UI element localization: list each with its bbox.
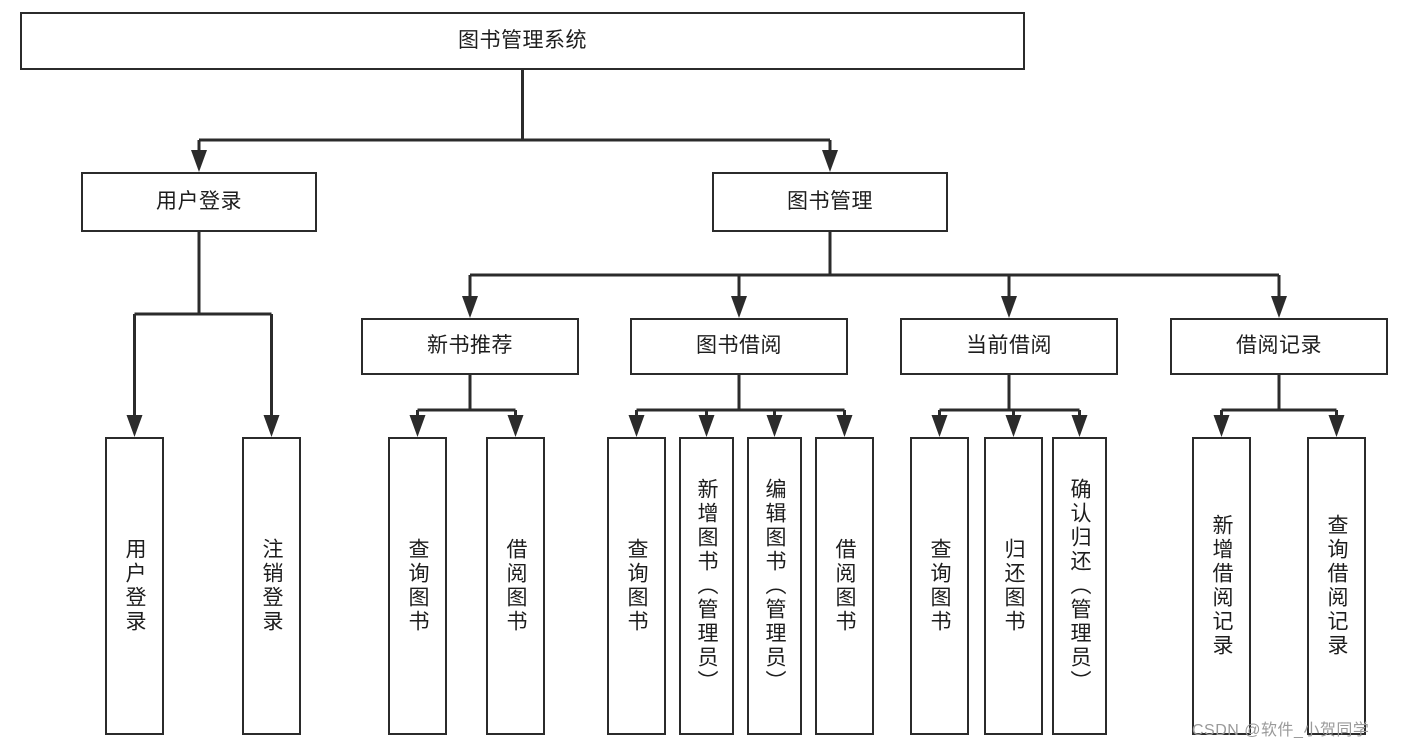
node-label: 借阅图书 <box>833 538 856 634</box>
node-label: 新增图书（管理员） <box>695 478 718 694</box>
arrow-head-icon <box>462 296 478 318</box>
node-label: 借阅图书 <box>504 538 527 634</box>
node-borrow[interactable]: 图书借阅 <box>630 318 848 375</box>
node-label: 查询图书 <box>625 538 648 634</box>
node-records[interactable]: 借阅记录 <box>1170 318 1388 375</box>
node-label: 图书管理 <box>787 189 873 213</box>
node-leaf-query-book-1[interactable]: 查询图书 <box>388 437 447 735</box>
arrow-head-icon <box>191 150 207 172</box>
arrow-head-icon <box>507 415 524 437</box>
arrow-head-icon <box>1005 415 1022 437</box>
arrow-head-icon <box>126 415 143 437</box>
node-label: 图书借阅 <box>696 334 782 358</box>
node-leaf-logout[interactable]: 注销登录 <box>242 437 301 735</box>
node-leaf-query-book-2[interactable]: 查询图书 <box>607 437 666 735</box>
node-leaf-return-book[interactable]: 归还图书 <box>984 437 1043 735</box>
node-label: 当前借阅 <box>966 334 1052 358</box>
node-label: 确认归还（管理员） <box>1068 478 1091 694</box>
node-label: 新增借阅记录 <box>1210 514 1233 658</box>
watermark-label: CSDN @软件_小贺同学 <box>1192 722 1370 739</box>
arrow-head-icon <box>822 150 838 172</box>
node-label: 查询图书 <box>406 538 429 634</box>
arrow-head-icon <box>1001 296 1017 318</box>
node-label: 借阅记录 <box>1236 334 1322 358</box>
node-label: 新书推荐 <box>427 334 513 358</box>
arrow-head-icon <box>766 415 783 437</box>
node-current[interactable]: 当前借阅 <box>900 318 1118 375</box>
node-leaf-query-book-3[interactable]: 查询图书 <box>910 437 969 735</box>
node-label: 查询借阅记录 <box>1325 514 1348 658</box>
node-label: 注销登录 <box>260 538 283 634</box>
node-label: 编辑图书（管理员） <box>763 478 786 694</box>
arrow-head-icon <box>836 415 853 437</box>
node-leaf-user-login[interactable]: 用户登录 <box>105 437 164 735</box>
node-leaf-borrow-book-2[interactable]: 借阅图书 <box>815 437 874 735</box>
node-leaf-edit-book-admin[interactable]: 编辑图书（管理员） <box>747 437 802 735</box>
arrow-head-icon <box>1213 415 1230 437</box>
node-leaf-add-record[interactable]: 新增借阅记录 <box>1192 437 1251 735</box>
node-label: 用户登录 <box>123 538 146 634</box>
arrow-head-icon <box>731 296 747 318</box>
arrow-head-icon <box>263 415 280 437</box>
node-login[interactable]: 用户登录 <box>81 172 317 232</box>
arrow-head-icon <box>698 415 715 437</box>
node-label: 归还图书 <box>1002 538 1025 634</box>
arrow-head-icon <box>628 415 645 437</box>
node-root[interactable]: 图书管理系统 <box>20 12 1025 70</box>
node-leaf-add-book-admin[interactable]: 新增图书（管理员） <box>679 437 734 735</box>
arrow-head-icon <box>931 415 948 437</box>
arrow-head-icon <box>1271 296 1287 318</box>
node-leaf-borrow-book-1[interactable]: 借阅图书 <box>486 437 545 735</box>
arrow-head-icon <box>1071 415 1088 437</box>
arrow-head-icon <box>1328 415 1345 437</box>
node-bookmgmt[interactable]: 图书管理 <box>712 172 948 232</box>
node-label: 图书管理系统 <box>458 28 587 52</box>
node-label: 用户登录 <box>156 189 242 213</box>
node-newbook[interactable]: 新书推荐 <box>361 318 579 375</box>
arrow-head-icon <box>409 415 426 437</box>
node-label: 查询图书 <box>928 538 951 634</box>
node-leaf-confirm-return-admin[interactable]: 确认归还（管理员） <box>1052 437 1107 735</box>
node-leaf-query-record[interactable]: 查询借阅记录 <box>1307 437 1366 735</box>
